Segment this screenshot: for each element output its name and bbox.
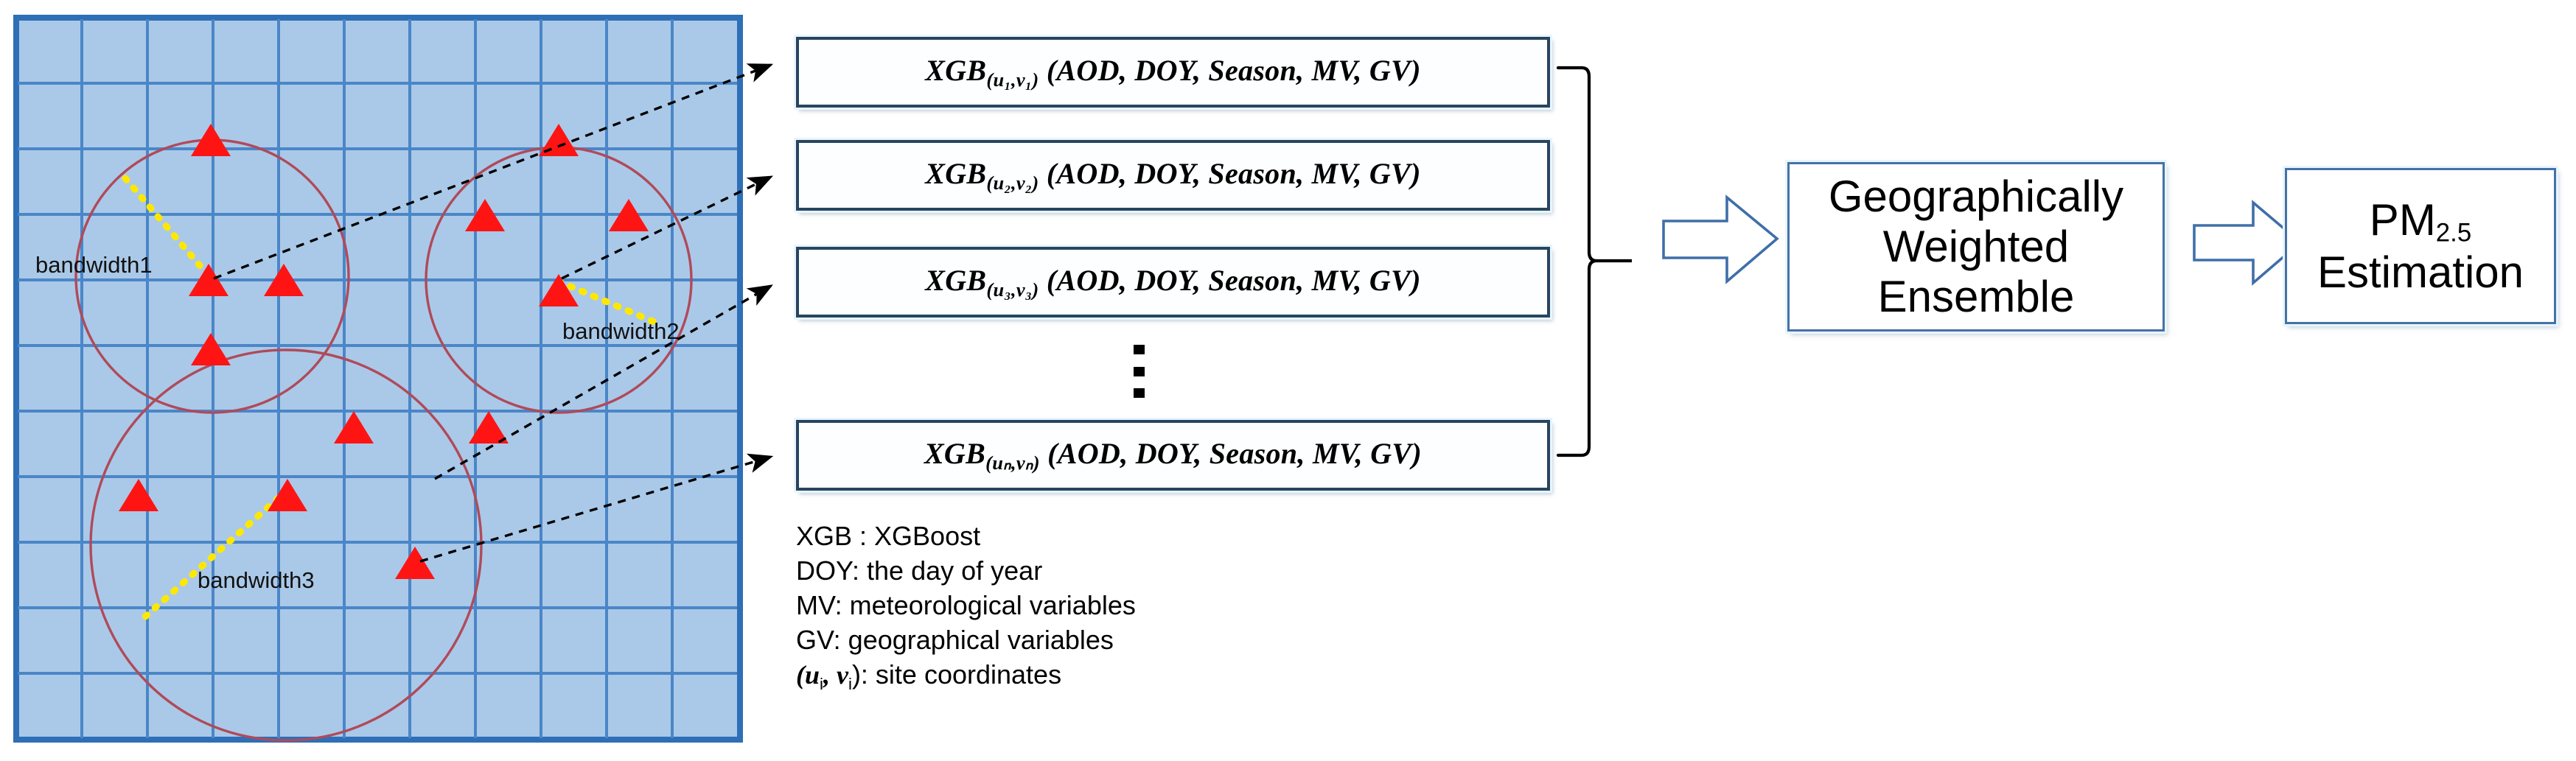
flow-arrow-1-icon bbox=[1662, 194, 1779, 284]
bandwidth3-label: bandwidth3 bbox=[198, 567, 315, 593]
stage-box-pm25-estimation[interactable]: PM2.5 Estimation bbox=[2285, 168, 2556, 324]
legend-line-xgb: XGB : XGBoost bbox=[796, 521, 981, 551]
connector-to-box-2 bbox=[561, 175, 774, 280]
stage-box-pm25-label: PM2.5 Estimation bbox=[2317, 195, 2524, 298]
flow-arrow-2-icon bbox=[2193, 200, 2303, 286]
map-overlay bbox=[74, 124, 693, 742]
coord-mid: , v bbox=[823, 660, 848, 690]
bandwidth2-label: bandwidth2 bbox=[562, 318, 680, 344]
coord-sub-i-1: i bbox=[820, 675, 823, 694]
bandwidth-radius-1 bbox=[122, 175, 214, 282]
coord-sub-i-2: i bbox=[848, 675, 852, 694]
model-box-1-text: XGB(u₁,v₁) (AOD, DOY, Season, MV, GV) bbox=[925, 54, 1421, 91]
pm25-sub: 2.5 bbox=[2435, 218, 2472, 248]
legend-line-mv: MV: meteorological variables bbox=[796, 590, 1136, 620]
pm25-estimation-word: Estimation bbox=[2317, 247, 2524, 297]
legend-line-doy: DOY: the day of year bbox=[796, 555, 1043, 586]
connector-to-box-3 bbox=[434, 284, 773, 480]
connector-to-box-n bbox=[419, 453, 774, 563]
model-box-2-text: XGB(u₂,v₂) (AOD, DOY, Season, MV, GV) bbox=[925, 157, 1421, 194]
stage-box-gwe-label: Geographically Weighted Ensemble bbox=[1828, 172, 2124, 321]
model-box-3[interactable]: XGB(u₃,v₃) (AOD, DOY, Season, MV, GV) bbox=[796, 247, 1550, 318]
bandwidth-radius-2 bbox=[555, 278, 660, 326]
connector-to-box-1 bbox=[213, 63, 774, 280]
map-grid bbox=[13, 15, 743, 743]
study-area-map: bandwidth1 bandwidth2 bandwidth3 bbox=[13, 15, 743, 743]
site-markers bbox=[119, 124, 649, 579]
model-box-n-text: XGB(uₙ,vₙ) (AOD, DOY, Season, MV, GV) bbox=[924, 437, 1423, 474]
stage-box-geographically-weighted-ensemble[interactable]: Geographically Weighted Ensemble bbox=[1787, 162, 2165, 332]
coord-prefix: (u bbox=[796, 660, 820, 690]
model-box-n[interactable]: XGB(uₙ,vₙ) (AOD, DOY, Season, MV, GV) bbox=[796, 420, 1550, 491]
model-box-3-text: XGB(u₃,v₃) (AOD, DOY, Season, MV, GV) bbox=[925, 264, 1421, 301]
model-box-2[interactable]: XGB(u₂,v₂) (AOD, DOY, Season, MV, GV) bbox=[796, 140, 1550, 211]
abbreviation-legend: XGB : XGBoost DOY: the day of year MV: m… bbox=[796, 519, 1136, 694]
pm25-main: PM bbox=[2369, 194, 2436, 245]
legend-line-coords: (ui, vi): site coordinates bbox=[796, 658, 1136, 694]
vertical-ellipsis-icon bbox=[1133, 345, 1145, 398]
legend-line-gv: GV: geographical variables bbox=[796, 625, 1114, 655]
bandwidth1-label: bandwidth1 bbox=[35, 252, 153, 278]
model-box-1[interactable]: XGB(u₁,v₁) (AOD, DOY, Season, MV, GV) bbox=[796, 37, 1550, 108]
bandwidth-circle-3 bbox=[89, 348, 483, 742]
bandwidth-radius-3 bbox=[141, 486, 291, 621]
grouping-bracket bbox=[1556, 66, 1632, 457]
coord-suffix: ): site coordinates bbox=[851, 659, 1062, 690]
